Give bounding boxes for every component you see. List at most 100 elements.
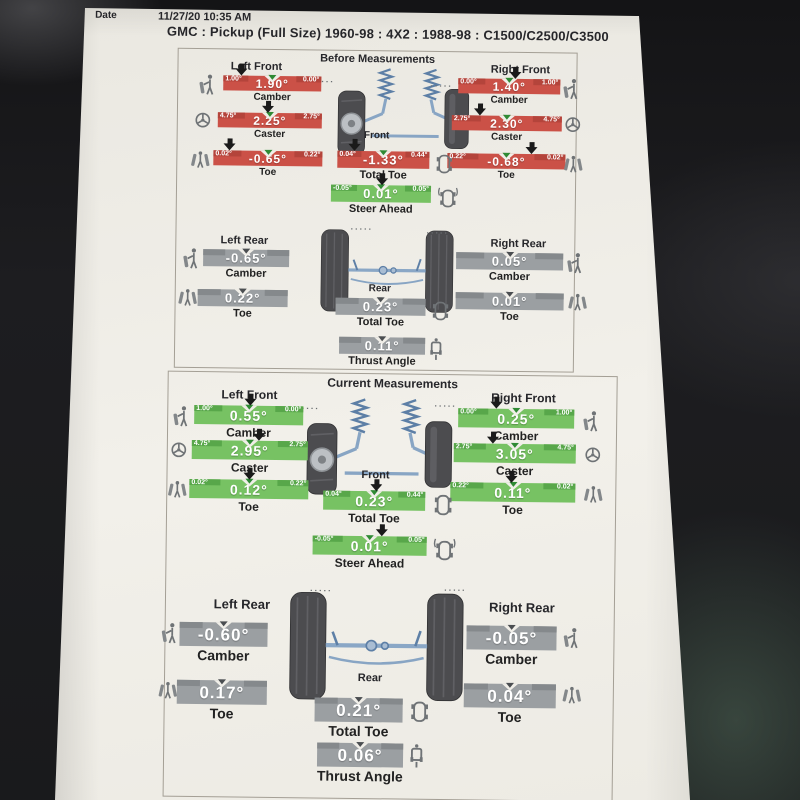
- current-lf-camber-measure: 1.00°0.00°0.55° Camber: [194, 404, 304, 440]
- adjust-arrow-icon: [505, 471, 518, 483]
- current-right-front-label: Right Front: [491, 390, 556, 406]
- adjust-arrow-icon: [375, 524, 388, 536]
- spec-right: 0.22°: [289, 480, 307, 488]
- current-right-rear-label: Right Rear: [488, 599, 555, 616]
- indicator-notch-icon: [504, 482, 521, 490]
- spec-right: 0.05°: [412, 185, 430, 193]
- current-rr-toe-measure: 0.04° Toe: [463, 683, 556, 725]
- spec-left: 0.22°: [449, 153, 466, 161]
- spec-left: 0.00°: [460, 408, 477, 416]
- indicator-notch-icon: [241, 440, 258, 448]
- measure-bar: 0.00°1.00°0.25°: [458, 408, 575, 429]
- spec-left: 0.04°: [325, 490, 342, 498]
- measure-label: Thrust Angle: [348, 354, 416, 368]
- indicator-notch-icon: [240, 405, 257, 413]
- measure-label: Total Toe: [328, 722, 389, 740]
- adjust-arrow-icon: [348, 139, 361, 151]
- indicator-notch-icon: [261, 112, 278, 120]
- spec-left: 2.75°: [453, 115, 471, 123]
- before-left-rear-label: Left Rear: [220, 234, 269, 247]
- date-label: Date: [95, 9, 117, 22]
- caster-icon: [584, 446, 602, 464]
- spec-left: 0.22°: [452, 482, 469, 490]
- measure-label: Camber: [197, 647, 250, 664]
- spec-right: 1.00°: [555, 409, 573, 417]
- adjust-arrow-icon: [487, 432, 500, 444]
- toe-icon: [167, 479, 187, 500]
- current-measurements-panel: Current Measurements Left Front Right Fr…: [163, 370, 618, 800]
- total-toe-icon: [431, 492, 455, 518]
- before-lf-camber-measure: 1.00°0.00°1.90° Camber: [223, 75, 322, 103]
- indicator-notch-icon: [350, 697, 367, 706]
- toe-icon: [190, 149, 210, 170]
- measure-bar: 1.00°0.00°1.90°: [223, 75, 322, 92]
- indicator-notch-icon: [501, 292, 518, 300]
- measure-bar: 2.75°4.75°2.30°: [451, 115, 562, 132]
- indicator-notch-icon: [506, 443, 523, 452]
- thrust-angle-icon: [409, 743, 424, 770]
- spec-right: 0.02°: [556, 483, 574, 491]
- indicator-notch-icon: [374, 337, 391, 345]
- indicator-notch-icon: [501, 78, 518, 86]
- caster-icon: [564, 115, 582, 133]
- current-lr-toe-measure: 0.17° Toe: [176, 679, 267, 722]
- indicator-notch-icon: [503, 625, 520, 633]
- toe-icon: [178, 287, 198, 308]
- before-right-rear-label: Right Rear: [490, 237, 547, 251]
- measure-label: Toe: [259, 166, 277, 178]
- before-rr-toe-measure: 0.01° Toe: [455, 292, 564, 323]
- spec-right: 0.05°: [408, 536, 425, 544]
- spec-right: 0.00°: [284, 406, 302, 414]
- tick-marks: ·····: [426, 227, 450, 239]
- before-measurements-panel: Before Measurements Left Front Right Fro…: [173, 47, 578, 373]
- before-rear-total-toe-measure: 0.23° Total Toe: [335, 297, 426, 329]
- indicator-notch-icon: [498, 153, 515, 161]
- measure-bar: 2.75°4.75°3.05°: [453, 443, 576, 464]
- toe-icon: [158, 680, 178, 701]
- thrust-angle-icon: [429, 337, 443, 362]
- measure-bar: 0.02°0.22°0.12°: [189, 478, 309, 500]
- before-rr-camber-measure: 0.05° Camber: [456, 252, 564, 283]
- measure-label: Camber: [493, 428, 539, 444]
- measure-label: Steer Ahead: [348, 202, 413, 216]
- measure-bar: 0.01°: [455, 292, 564, 311]
- spec-right: 0.44°: [410, 151, 428, 159]
- current-lf-toe-measure: 0.02°0.22°0.12° Toe: [189, 478, 309, 514]
- measure-bar: 0.11°: [338, 336, 426, 355]
- spec-right: 0.02°: [546, 154, 564, 162]
- measure-label: Toe: [500, 310, 519, 323]
- current-rear-total-toe-measure: 0.21° Total Toe: [314, 697, 403, 740]
- indicator-notch-icon: [213, 680, 230, 688]
- measure-label: Total Toe: [348, 510, 400, 526]
- measure-bar: 4.75°2.75°2.25°: [217, 112, 322, 129]
- spec-left: -0.05°: [332, 184, 352, 192]
- before-left-front-label: Left Front: [230, 60, 283, 74]
- camber-icon: [562, 627, 580, 650]
- indicator-notch-icon: [238, 249, 255, 257]
- measure-bar: -0.05°0.05°0.01°: [312, 535, 427, 556]
- indicator-notch-icon: [498, 115, 515, 123]
- indicator-notch-icon: [361, 536, 378, 544]
- vehicle-title: GMC : Pickup (Full Size) 1960-98 : 4X2 :…: [166, 23, 610, 45]
- adjust-arrow-icon: [525, 142, 538, 154]
- measure-label: Toe: [497, 169, 515, 181]
- spec-left: -0.05°: [314, 535, 334, 543]
- spec-left: 2.75°: [455, 443, 473, 451]
- measure-bar: 0.21°: [314, 697, 403, 723]
- toe-icon: [583, 484, 603, 505]
- measure-label: Camber: [226, 425, 271, 440]
- camber-icon: [198, 73, 216, 96]
- measure-label: Steer Ahead: [334, 555, 405, 571]
- printed-report-page: Date 11/27/20 10:35 AM GMC : Pickup (Ful…: [55, 8, 690, 800]
- indicator-notch-icon: [259, 150, 276, 158]
- indicator-notch-icon: [372, 185, 390, 193]
- adjust-arrow-icon: [370, 479, 383, 491]
- camber-icon: [566, 252, 584, 275]
- measure-bar: 0.05°: [456, 252, 564, 271]
- before-lf-caster-measure: 4.75°2.75°2.25° Caster: [217, 112, 322, 140]
- current-rf-camber-measure: 0.00°1.00°0.25° Camber: [458, 408, 575, 444]
- measure-bar: 0.22°0.02°0.11°: [450, 482, 576, 503]
- before-lf-toe-measure: 0.02°0.22°-0.65° Toe: [213, 150, 323, 178]
- spec-left: 0.02°: [215, 150, 232, 158]
- measure-label: Camber: [485, 650, 538, 668]
